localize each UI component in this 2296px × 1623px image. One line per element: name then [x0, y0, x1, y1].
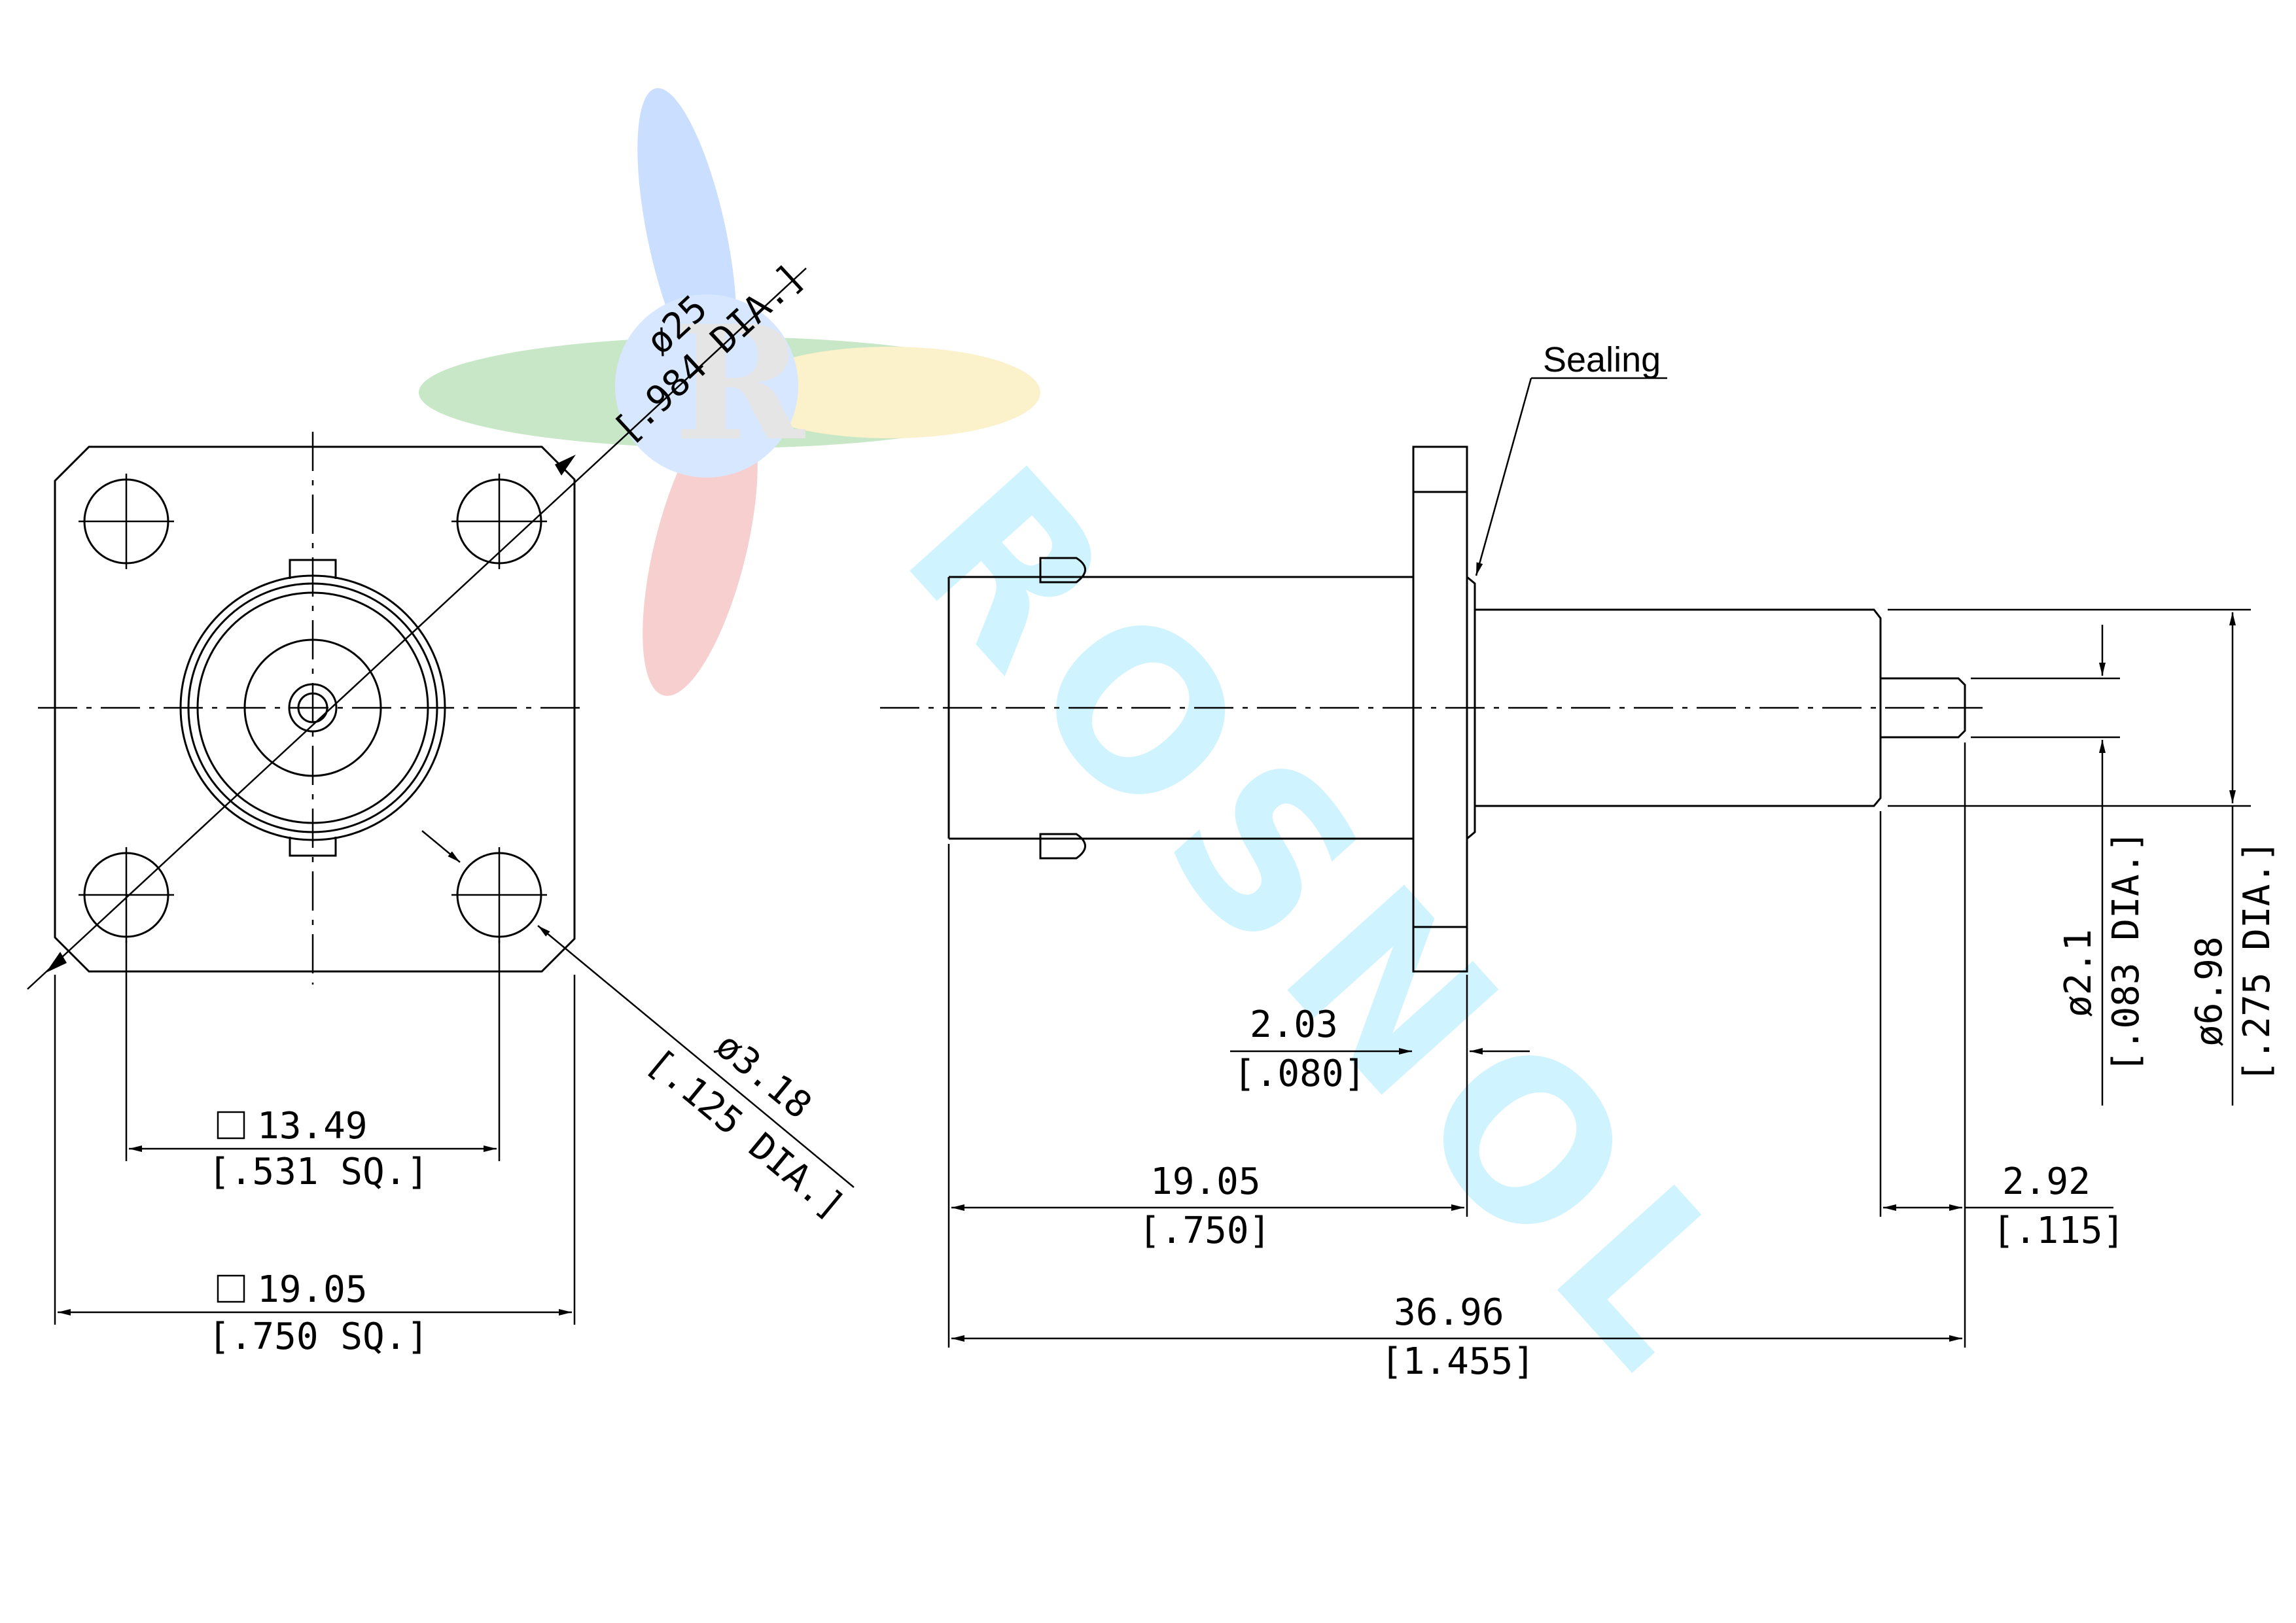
rear-body [1475, 608, 1882, 807]
hole-dia-leader-b [537, 925, 855, 1188]
mounting-hole-br [451, 847, 547, 943]
bayonet-pin-top [1039, 557, 1086, 584]
sealing-leader [1475, 377, 1532, 576]
pin-dia-in: [.083 DIA.] [2105, 830, 2147, 1073]
flange-size-in: [.750 SQ.] [208, 1316, 429, 1358]
mounting-hole-tl [79, 474, 174, 569]
bayonet-pin-bottom [1039, 833, 1086, 860]
front-body [947, 576, 1413, 840]
square-symbol-icon [217, 1274, 245, 1303]
body-length-mm: 19.05 [1150, 1161, 1261, 1203]
bayonet-lug-top [289, 559, 337, 579]
overall-length-mm: 36.96 [1394, 1291, 1504, 1334]
pin-length-mm: 2.92 [2002, 1161, 2091, 1203]
bayonet-lug-bottom [289, 837, 337, 857]
flange-thickness-in: [.080] [1233, 1053, 1366, 1095]
logo-yellow-orbit [739, 347, 1040, 438]
hole-spacing-in: [.531 SQ.] [208, 1151, 429, 1193]
flange-size-mm: 19.05 [257, 1268, 368, 1311]
arrowhead [46, 952, 67, 973]
sealing-ring [1466, 576, 1476, 840]
arrowhead [555, 455, 576, 476]
logo-red-orbit [643, 403, 758, 696]
hole-dia-leader-a [421, 830, 461, 863]
hole-spacing-mm: 13.49 [257, 1105, 368, 1147]
contact-pin [1881, 677, 1966, 739]
connector-body [179, 559, 446, 857]
pin-length-in: [.115] [1992, 1210, 2125, 1252]
sealing-label: Sealing [1543, 340, 1661, 379]
watermark-text: ROSNOL [858, 422, 1798, 1426]
overall-length-in: [1.455] [1381, 1340, 1535, 1383]
logo-letter: R [674, 291, 805, 476]
flange-outline [54, 445, 576, 973]
body-length-in: [.750] [1139, 1210, 1271, 1252]
logo-sphere [615, 294, 798, 478]
square-symbol-icon [217, 1111, 245, 1140]
side-view [880, 377, 2251, 1348]
mounting-hole-bl [79, 847, 174, 943]
front-view [27, 268, 855, 1325]
rear-dia-mm: ø6.98 [2188, 936, 2231, 1047]
outer-dia-leader [27, 268, 807, 990]
pin-dia-mm: ø2.1 [2057, 929, 2100, 1017]
flange-thickness-mm: 2.03 [1250, 1003, 1338, 1046]
rear-dia-in: [.275 DIA.] [2236, 840, 2278, 1083]
side-flange [1412, 445, 1468, 973]
watermark-logo: R [419, 88, 1040, 696]
